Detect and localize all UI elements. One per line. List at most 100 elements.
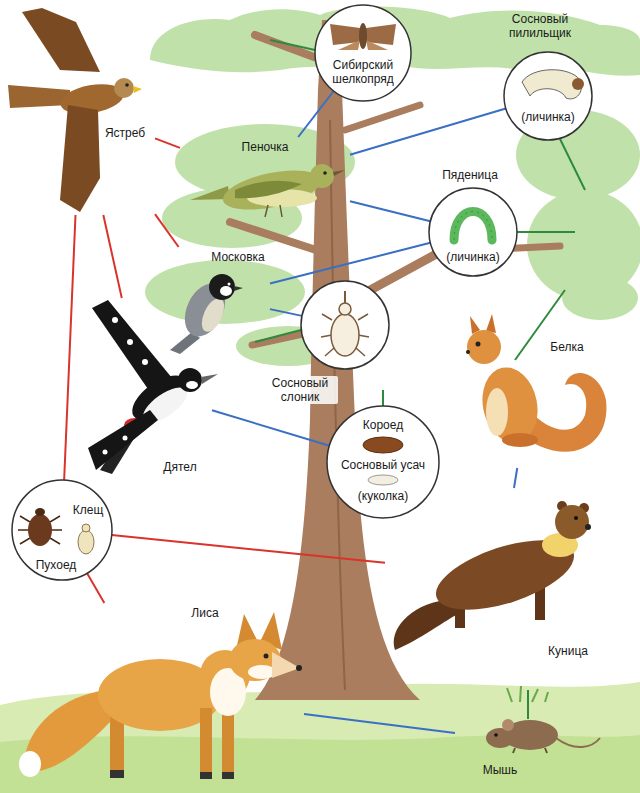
fox-figure (19, 751, 41, 777)
louse-figure (78, 530, 94, 554)
circle-outline (427, 186, 519, 278)
node-label: Белка (550, 340, 583, 354)
weevil-figure (321, 291, 369, 356)
insect-circle: Пяденица(личинка) (425, 165, 521, 278)
hawk-figure (22, 8, 100, 72)
node-label: (личинка) (446, 250, 499, 264)
node-label: Дятел (163, 460, 196, 474)
coal-tit-figure (220, 286, 232, 296)
woodpecker-figure (88, 410, 158, 470)
marten-figure (394, 501, 591, 650)
node-label: Сосновый пилильщик (498, 12, 582, 40)
circle-ground (12, 5, 592, 580)
moth-figure (359, 23, 367, 49)
coal-tit-figure (228, 283, 231, 286)
bark-beetle-figure (368, 475, 398, 485)
coal-tit-figure (170, 274, 243, 354)
fox-figure (264, 654, 269, 659)
circle-outline (315, 5, 411, 101)
looper-caterpillar (454, 212, 492, 241)
woodpecker-figure (186, 381, 198, 389)
hawk-figure (133, 86, 142, 93)
pine-trunk (255, 20, 420, 700)
node-label: Пеночка (242, 140, 289, 154)
woodpecker-figure (103, 450, 108, 455)
mouse-figure (486, 728, 514, 748)
node-label: Лиса (191, 606, 218, 620)
coal-tit-figure (197, 295, 229, 335)
woodpecker-figure (123, 436, 128, 441)
food-link (514, 468, 517, 488)
weevil-figure (344, 291, 346, 303)
fox-figure (110, 770, 124, 778)
woodpecker-figure (178, 368, 202, 392)
woodpecker-figure (127, 339, 133, 345)
fox-figure (296, 665, 302, 671)
node-label: Ястреб (105, 126, 145, 140)
feeding-line (382, 390, 384, 406)
circle-ground (301, 281, 389, 369)
feeding-line (255, 330, 301, 342)
moth-figure (366, 24, 396, 45)
looper-caterpillar (454, 212, 492, 241)
animal-figure: Куница (385, 488, 615, 661)
warbler-figure (190, 163, 345, 217)
pine-foliage (145, 7, 640, 366)
moth-figure (330, 23, 396, 50)
insect-circle: Сосновый слоник (259, 281, 391, 408)
feeding-line (517, 231, 575, 233)
pine-branch (255, 35, 322, 60)
food-link (155, 138, 180, 147)
fox-figure (200, 708, 212, 778)
warbler-figure (333, 170, 345, 176)
hawk-figure (8, 8, 142, 212)
louse-figure (82, 524, 90, 532)
fox-figure (222, 772, 234, 779)
food-link (304, 714, 455, 733)
fox-figure (19, 612, 302, 779)
squirrel-figure (466, 350, 470, 354)
circle-ground (327, 406, 439, 518)
node-label: Сибирский шелкопряд (323, 58, 403, 86)
coal-tit-figure (234, 286, 243, 291)
warbler-figure (310, 164, 334, 188)
circle-outline (301, 281, 389, 369)
node-label: (куколка) (358, 489, 408, 503)
tick-figure (18, 508, 62, 546)
looper-caterpillar (454, 212, 492, 241)
circle-outline (327, 406, 439, 518)
animal-figure: Мышь (455, 700, 605, 785)
woodpecker-figure (201, 374, 218, 384)
circle-ground (315, 5, 411, 101)
squirrel-figure (466, 314, 606, 452)
weevil-figure (331, 314, 359, 356)
woodpecker-figure (112, 317, 118, 323)
pine-foliage (145, 260, 305, 324)
food-link (87, 573, 104, 603)
node-label: Сосновый слоник (262, 376, 338, 404)
woodpecker-figure (142, 359, 148, 365)
node-label: Пухоед (36, 558, 77, 572)
node-label: Короед (363, 418, 403, 432)
fox-figure (200, 772, 212, 779)
pine-trunk (255, 20, 420, 700)
insect-circle: КлещПухоед (12, 480, 112, 580)
circle-outline (502, 50, 594, 142)
warbler-figure (235, 181, 302, 199)
food-link (298, 91, 333, 137)
animal-figure: Лиса (12, 603, 304, 788)
marten-figure (428, 526, 582, 624)
feeding-line (527, 690, 529, 719)
feeding-line (255, 40, 585, 719)
food-link (350, 109, 506, 155)
pine-trunk (330, 120, 345, 690)
circle-ground (12, 480, 112, 580)
node-label: Сосновый усач (341, 458, 425, 472)
moth-figure (330, 24, 360, 45)
food-link (112, 535, 385, 563)
marten-figure (574, 516, 578, 520)
node-label: (личинка) (521, 110, 574, 124)
pine-branch (345, 105, 420, 130)
moth-figure (338, 40, 360, 50)
